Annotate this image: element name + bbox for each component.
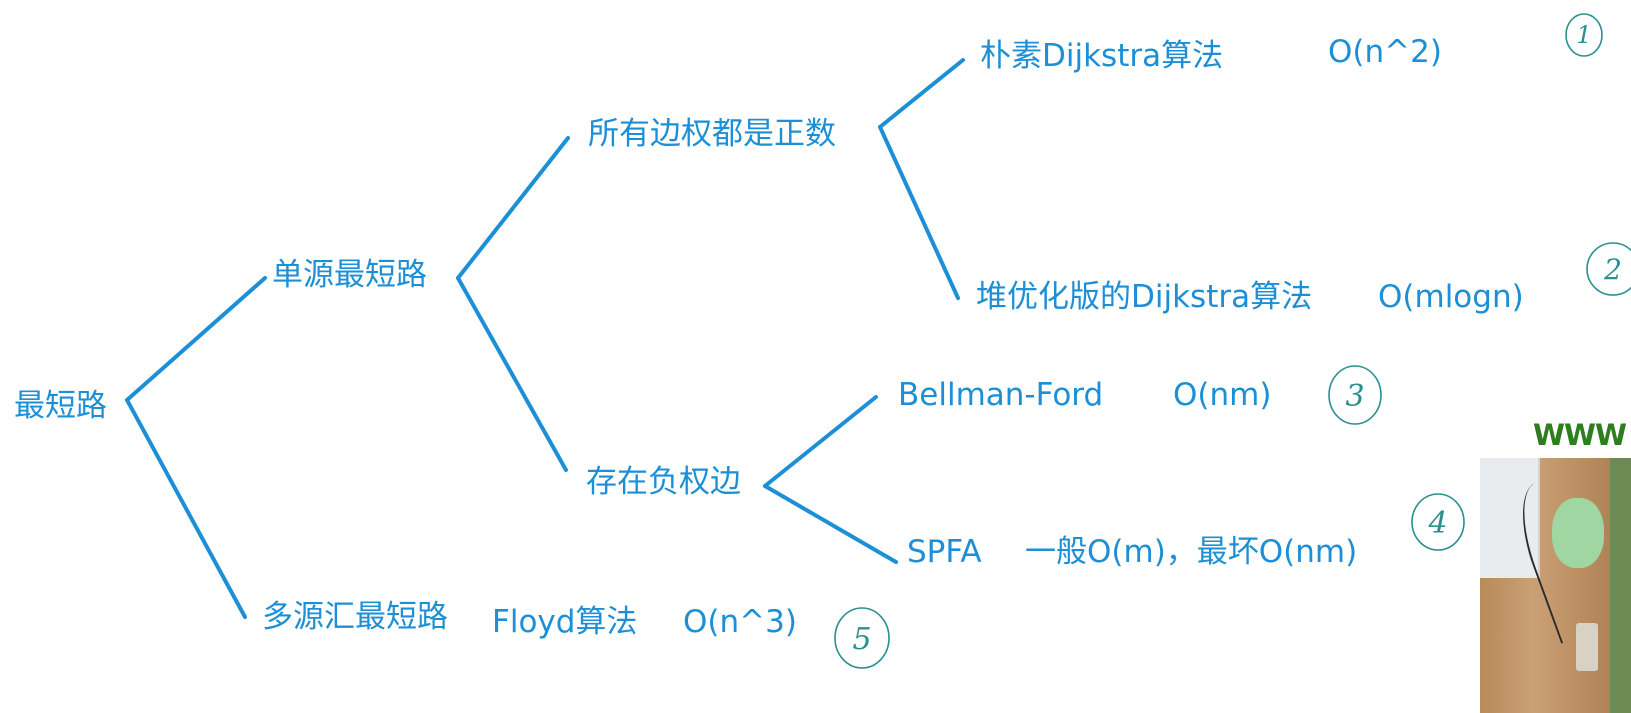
circled-marker-4: 4: [1411, 493, 1465, 551]
spfa-complexity: 一般O(m)，最坏O(nm): [1025, 534, 1358, 570]
marker-4-text: 4: [1427, 506, 1447, 541]
circled-marker-5: 5: [834, 607, 890, 669]
marker-5-text: 5: [852, 622, 871, 657]
naive-dijkstra-complexity: O(n^2): [1328, 34, 1442, 70]
marker-1-text: 1: [1576, 21, 1591, 49]
edge-negative-spfa: [763, 484, 898, 564]
multi-source-label: 多源汇最短路: [262, 599, 448, 635]
all-positive-label: 所有边权都是正数: [588, 116, 836, 152]
edge-root-single: [125, 276, 267, 402]
marker-2-text: 2: [1603, 253, 1622, 286]
circled-marker-3: 3: [1328, 365, 1382, 425]
floyd-label: Floyd算法: [492, 604, 638, 640]
circled-marker-2: 2: [1586, 242, 1631, 296]
hanging-cloth: [1480, 458, 1540, 578]
single-source-label: 单源最短路: [272, 257, 427, 293]
heap-dijkstra-complexity: O(mlogn): [1378, 279, 1524, 315]
root-node-label: 最短路: [14, 388, 107, 424]
edge-single-negative: [456, 276, 568, 472]
circled-marker-1: 1: [1565, 13, 1603, 57]
edge-single-positive: [456, 136, 570, 280]
spfa-label: SPFA: [907, 534, 982, 570]
marker-3-text: 3: [1345, 379, 1364, 414]
curtain-strip: [1610, 458, 1631, 713]
edge-positive-naive: [878, 58, 965, 129]
green-bag: [1552, 498, 1604, 568]
edge-negative-bellman: [763, 395, 878, 488]
webcam-overlay: [1480, 458, 1631, 713]
cup: [1576, 623, 1598, 671]
edge-root-multi: [125, 398, 247, 619]
watermark-text: WWW: [1533, 418, 1627, 452]
has-negative-label: 存在负权边: [586, 464, 741, 500]
naive-dijkstra-label: 朴素Dijkstra算法: [980, 38, 1224, 74]
floyd-complexity: O(n^3): [683, 604, 797, 640]
bellman-ford-complexity: O(nm): [1173, 377, 1272, 413]
edge-positive-heap: [878, 125, 960, 300]
bellman-ford-label: Bellman-Ford: [898, 377, 1104, 413]
heap-dijkstra-label: 堆优化版的Dijkstra算法: [976, 279, 1313, 315]
